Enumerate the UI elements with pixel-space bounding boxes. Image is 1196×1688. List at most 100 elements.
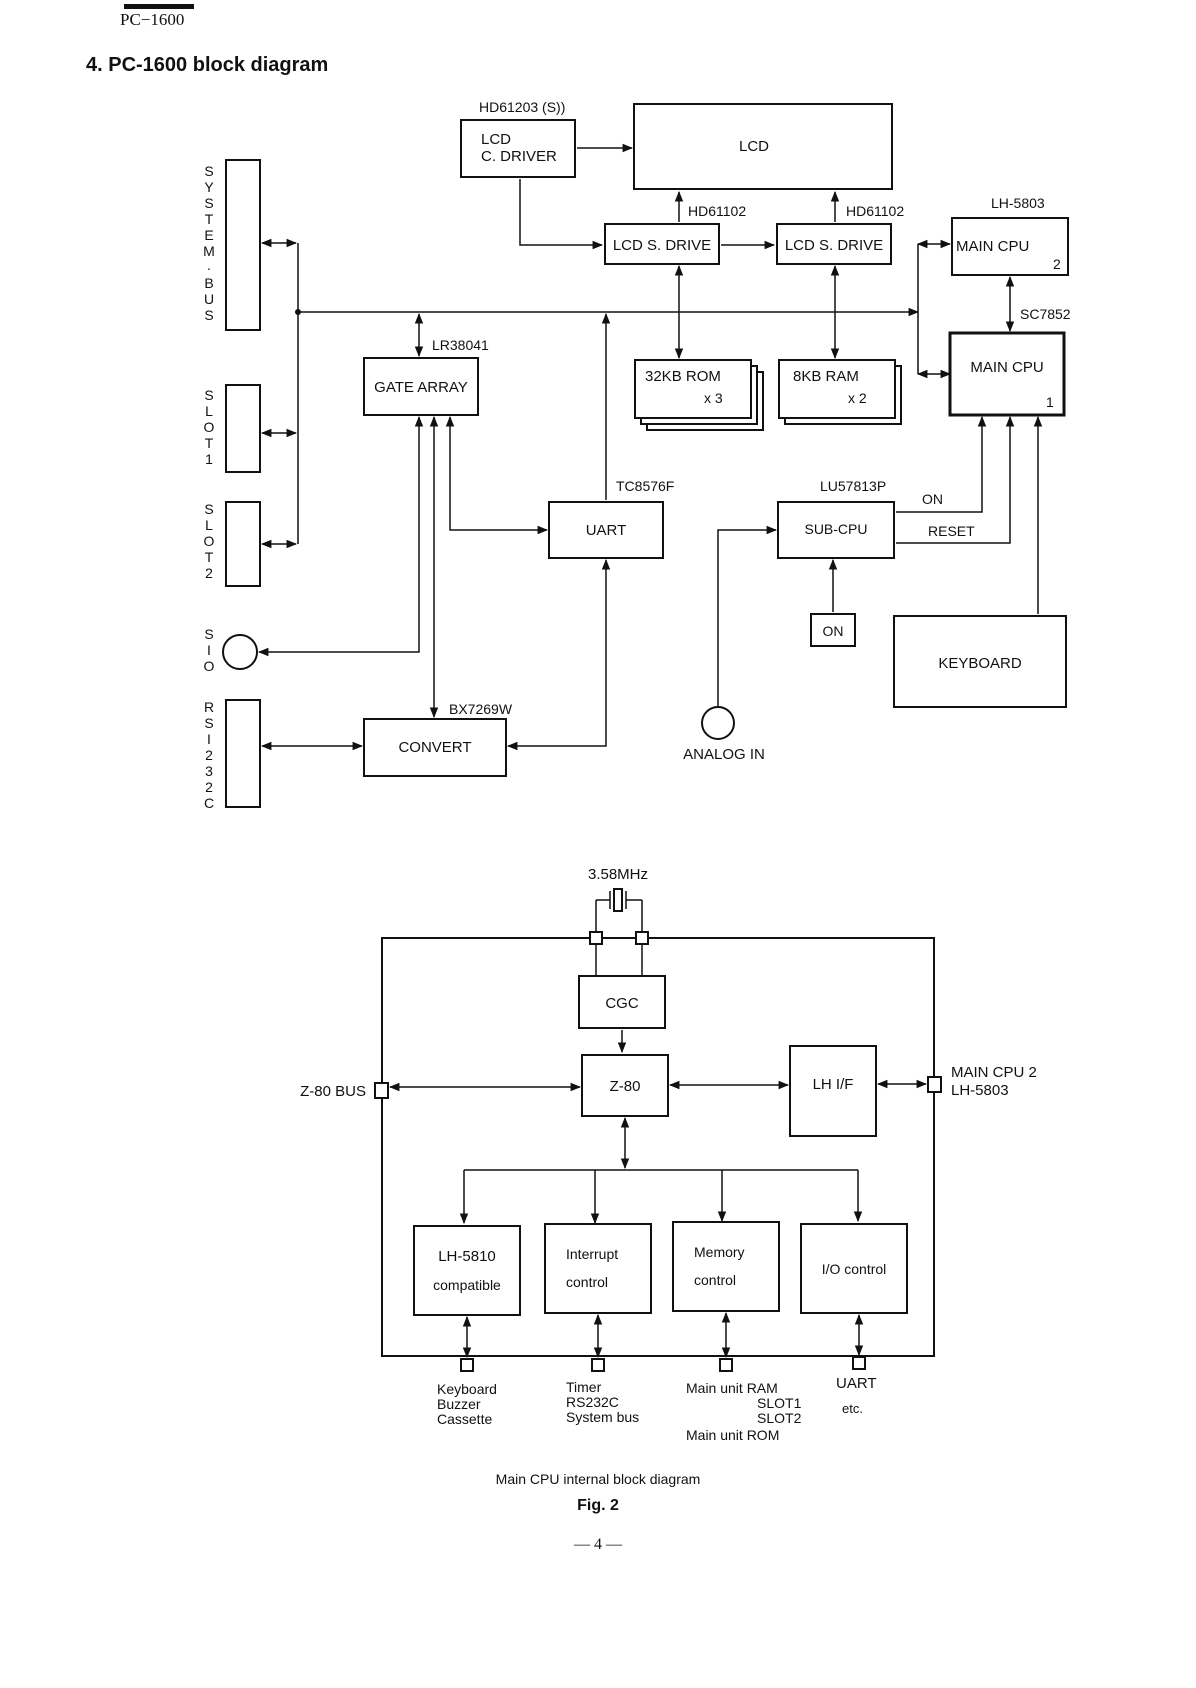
keyboard-pin xyxy=(460,1358,474,1372)
gate-array-label: GATE ARRAY xyxy=(374,379,468,396)
figure-number: Fig. 2 xyxy=(577,1497,619,1514)
uart-label: UART xyxy=(586,522,627,539)
gate-array-uart-link xyxy=(445,415,549,535)
main-cpu2-line1: MAIN CPU 2 xyxy=(951,1064,1037,1081)
z80-label: Z-80 xyxy=(610,1078,641,1095)
rom-block xyxy=(634,359,752,419)
model-name: PC−1600 xyxy=(120,10,185,29)
lcd-driver-line1: LCD xyxy=(481,131,511,148)
lh-if-label: LH I/F xyxy=(813,1076,854,1093)
svg-text:R: R xyxy=(204,699,214,715)
main-cpu-2-num: 2 xyxy=(1053,256,1061,272)
svg-text:L: L xyxy=(205,403,213,419)
ram-mult: x 2 xyxy=(848,390,867,406)
sio-label: S I O xyxy=(204,626,215,674)
out-main-rom: Main unit ROM xyxy=(686,1427,779,1443)
out-etc: etc. xyxy=(842,1401,863,1416)
rs232c-connector xyxy=(225,699,261,808)
svg-text:C: C xyxy=(204,795,214,811)
main-cpu-2-part: LH-5803 xyxy=(991,195,1045,211)
analog-to-subcpu xyxy=(717,525,778,707)
cpu-internal-diagram: 3.58MHz CGC Z-80 xyxy=(300,866,1037,1443)
out-slot2: SLOT2 xyxy=(757,1410,802,1426)
main-cpu-2-block xyxy=(951,217,1069,276)
ram-label: 8KB RAM xyxy=(793,368,859,385)
out-main-ram: Main unit RAM xyxy=(686,1380,778,1396)
lcd-driver-line2: C. DRIVER xyxy=(481,148,557,165)
io-control-block xyxy=(800,1223,908,1314)
svg-text:T: T xyxy=(205,211,214,227)
memory-block xyxy=(672,1221,780,1312)
out-uart: UART xyxy=(836,1375,877,1392)
xtal-pin-2 xyxy=(635,931,649,945)
lcd-label: LCD xyxy=(739,138,769,155)
convert-part: BX7269W xyxy=(449,701,513,717)
main-cpu-1-num: 1 xyxy=(1046,394,1054,410)
lcd-s-drive-2-part: HD61102 xyxy=(846,203,904,219)
svg-text:S: S xyxy=(204,307,213,323)
timer-pin xyxy=(591,1358,605,1372)
svg-text:S: S xyxy=(204,501,213,517)
lh5810-label-1: LH-5810 xyxy=(438,1248,496,1265)
uart-pin xyxy=(852,1356,866,1370)
cgc-label: CGC xyxy=(605,995,639,1012)
svg-text:O: O xyxy=(204,533,215,549)
interrupt-label-2: control xyxy=(566,1274,608,1290)
svg-text:Y: Y xyxy=(204,179,214,195)
on-button-label: ON xyxy=(823,623,844,639)
svg-text:E: E xyxy=(204,227,213,243)
svg-text:2: 2 xyxy=(205,747,213,763)
convert-label: CONVERT xyxy=(398,739,471,756)
reset-signal-line xyxy=(896,415,1015,544)
rom-label: 32KB ROM xyxy=(645,368,721,385)
uart-convert-link xyxy=(506,558,611,751)
ram-block xyxy=(778,359,896,419)
convert-block xyxy=(363,718,507,777)
svg-text:.: . xyxy=(207,257,211,273)
svg-text:L: L xyxy=(205,517,213,533)
svg-text:I: I xyxy=(207,731,211,747)
svg-text:3: 3 xyxy=(205,763,213,779)
rs232c-label: R S I 2 3 2 C xyxy=(204,699,214,811)
svg-text:1: 1 xyxy=(205,451,213,467)
svg-text:O: O xyxy=(204,658,215,674)
svg-text:S: S xyxy=(204,715,213,731)
sub-cpu-block xyxy=(777,501,895,559)
system-bus-connector xyxy=(225,159,261,331)
crystal-icon xyxy=(595,888,643,932)
svg-text:S: S xyxy=(204,626,213,642)
xtal-pin-1 xyxy=(589,931,603,945)
out-rs232c: RS232C xyxy=(566,1394,619,1410)
interrupt-label-1: Interrupt xyxy=(566,1246,618,1262)
sub-cpu-label: SUB-CPU xyxy=(804,521,867,537)
svg-text:T: T xyxy=(205,435,214,451)
out-system-bus: System bus xyxy=(566,1409,639,1425)
lcd-block xyxy=(633,103,893,190)
interrupt-block xyxy=(544,1223,652,1314)
system-bus-label: S Y S T E M . B U S xyxy=(203,163,215,323)
analog-in-label: ANALOG IN xyxy=(683,746,765,763)
main-cpu-1-block xyxy=(948,331,1066,417)
out-slot1: SLOT1 xyxy=(757,1395,802,1411)
slot2-connector xyxy=(225,501,261,587)
svg-text:B: B xyxy=(204,275,213,291)
slot1-label: S L O T 1 xyxy=(204,387,215,467)
gate-array-block xyxy=(363,357,479,416)
block-diagram: S Y S T E M . B U S S L O T 1 S L O xyxy=(203,99,1071,811)
page-number: — 4 — xyxy=(574,1536,622,1553)
svg-text:M: M xyxy=(203,243,215,259)
keyboard-block xyxy=(893,615,1067,708)
lcd-s-drive-2-block xyxy=(776,223,892,265)
lh5810-block xyxy=(413,1225,521,1316)
sio-connector xyxy=(222,634,258,670)
uart-block xyxy=(548,501,664,559)
slot1-connector xyxy=(225,384,261,473)
rom-mult: x 3 xyxy=(704,390,723,406)
main-cpu-outline xyxy=(381,937,935,1357)
keyboard-label: KEYBOARD xyxy=(938,655,1022,672)
svg-text:U: U xyxy=(204,291,214,307)
main-cpu-2-label: MAIN CPU xyxy=(956,238,1029,255)
main-cpu-1-label: MAIN CPU xyxy=(970,359,1043,376)
